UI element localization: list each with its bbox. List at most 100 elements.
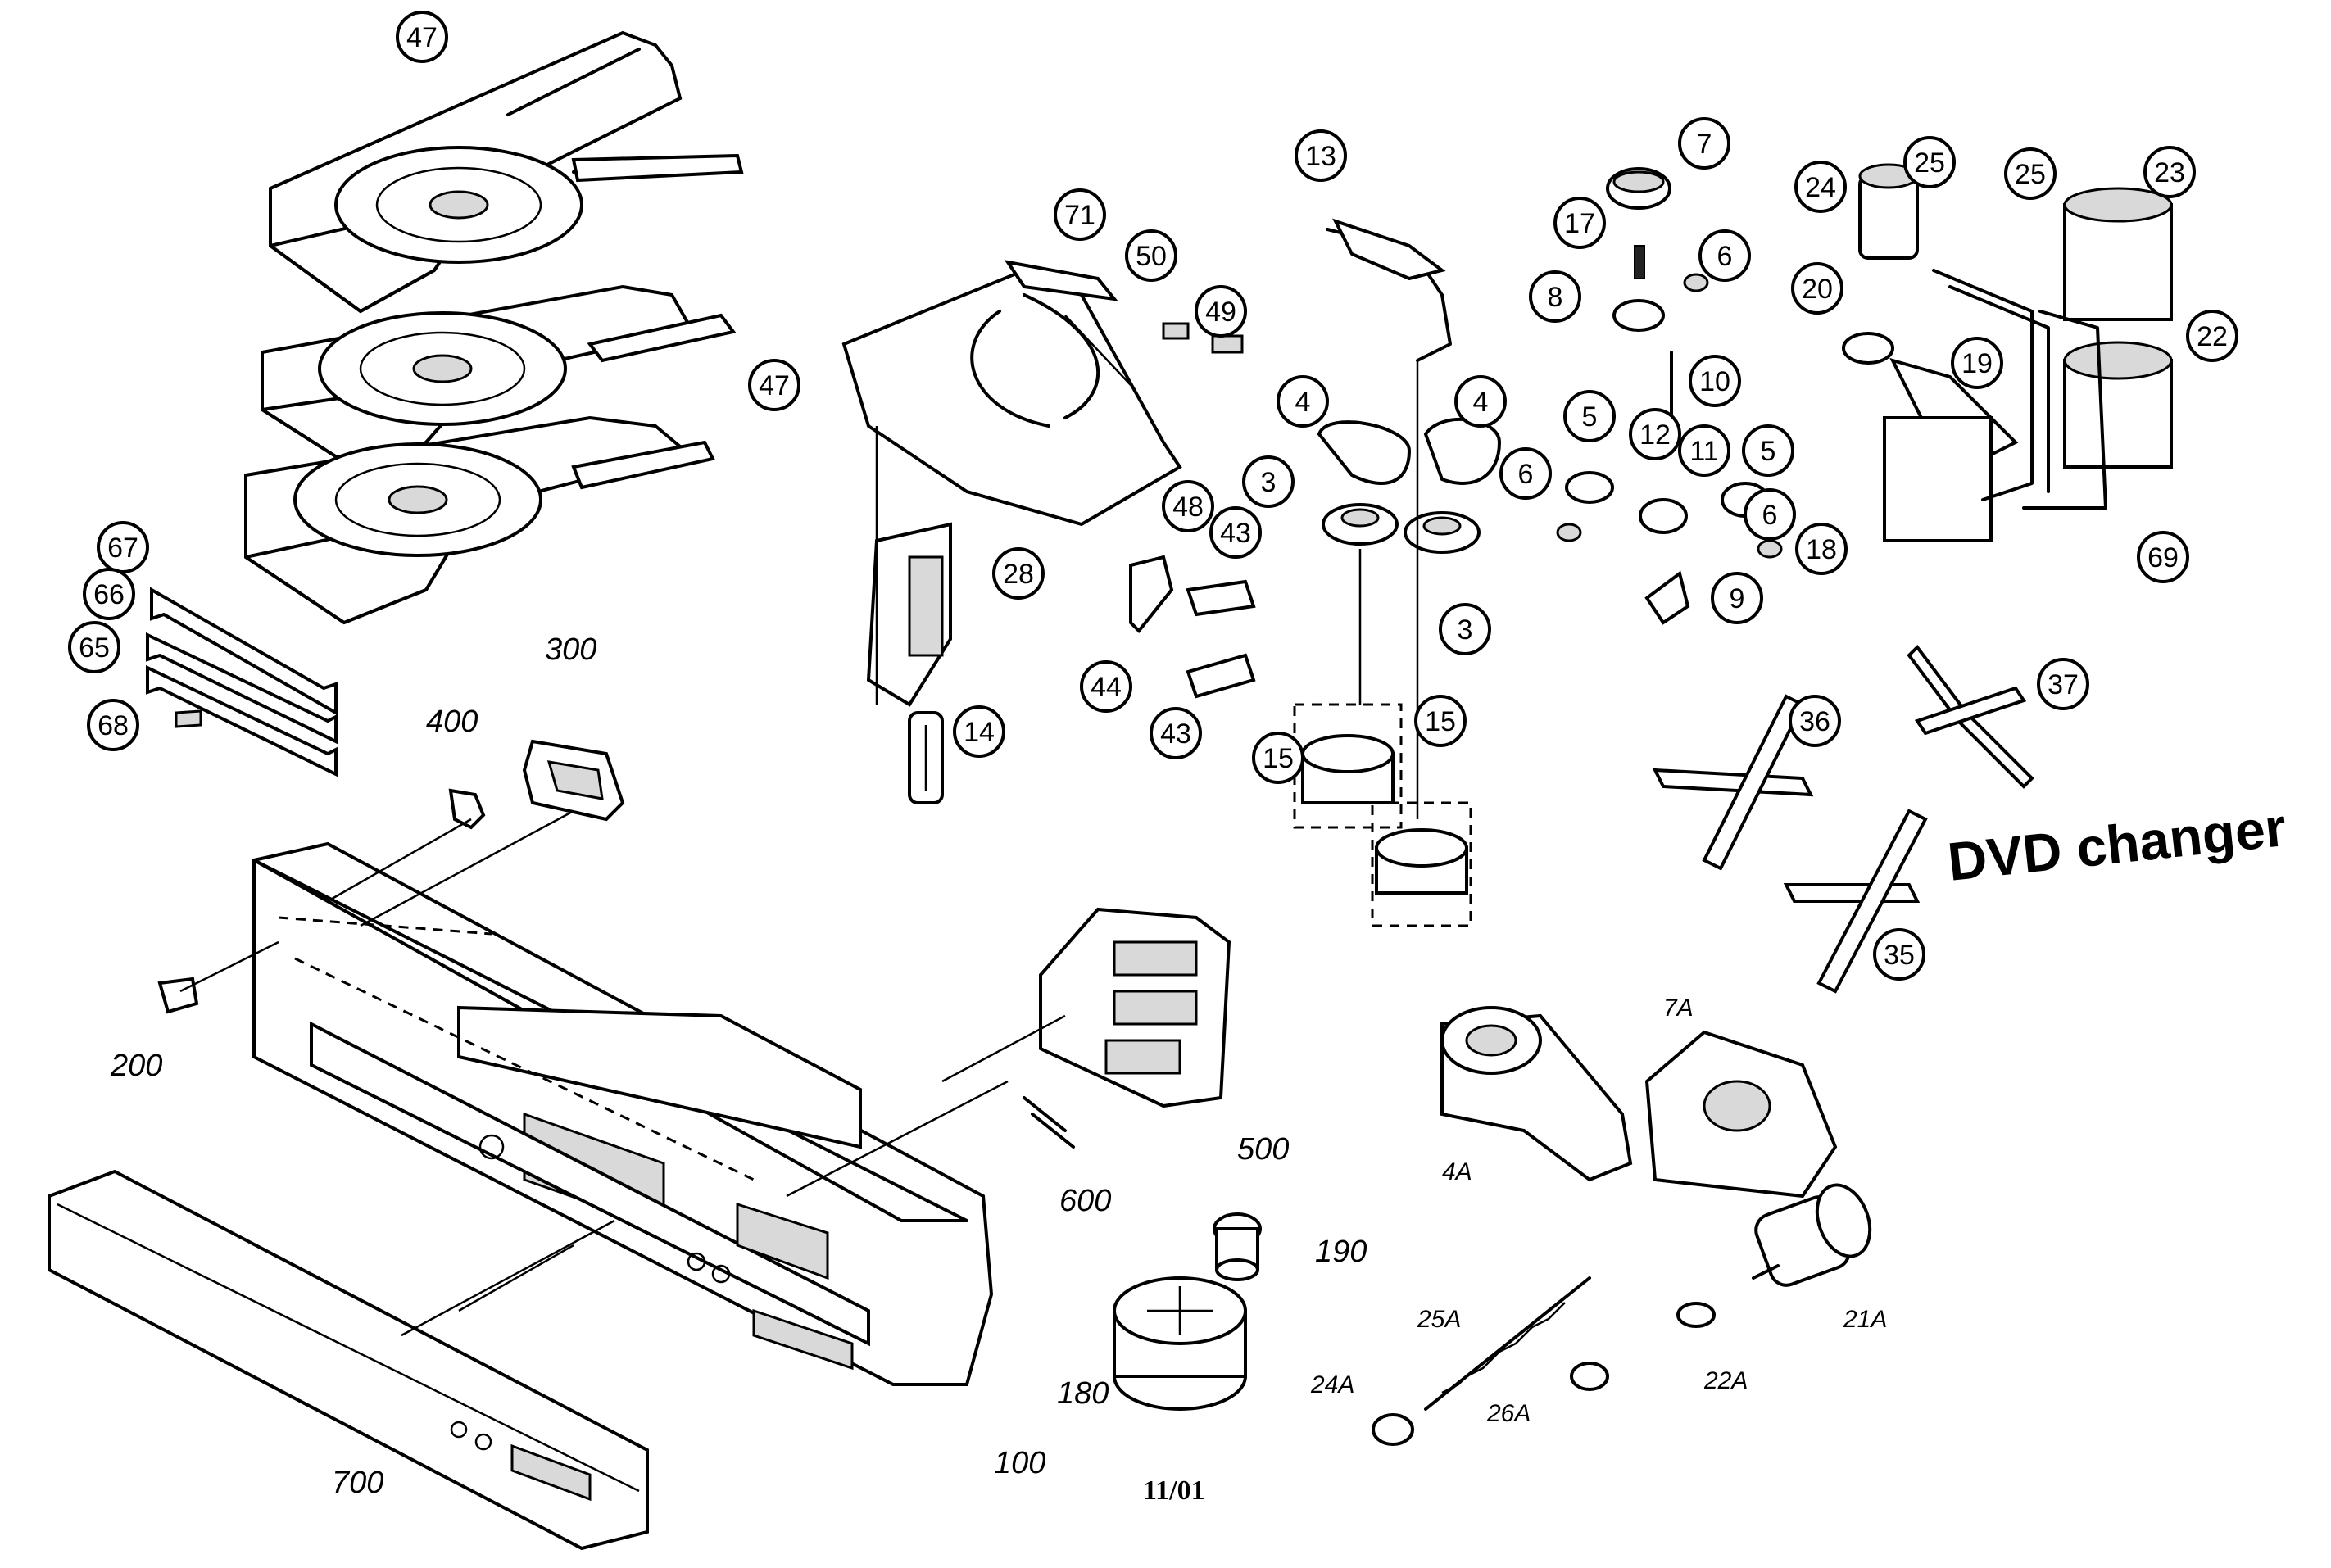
callout-circle xyxy=(396,11,448,63)
callout-circle xyxy=(1711,572,1763,624)
callout-23: 23 xyxy=(2143,146,2196,198)
pickup-mechanism xyxy=(1372,1006,1872,1446)
callout-number: 9 xyxy=(1730,583,1745,614)
callout-6: 6 xyxy=(1698,229,1751,282)
callout-circle xyxy=(1080,660,1132,713)
callout-circle xyxy=(1791,262,1843,315)
callout-18: 18 xyxy=(1795,523,1848,575)
callout-number: 4 xyxy=(1295,387,1311,418)
callout-number: 65 xyxy=(79,632,110,664)
callout-number: 5 xyxy=(1761,436,1776,467)
callout-circle xyxy=(1454,375,1507,428)
part-label-190: 190 xyxy=(1315,1235,1367,1269)
callout-circle xyxy=(1150,707,1202,759)
callout-circle xyxy=(953,705,1005,758)
callout-67: 67 xyxy=(97,521,149,573)
callout-number: 22 xyxy=(2197,321,2228,352)
part-label-7A: 7A xyxy=(1663,995,1694,1022)
callout-number: 3 xyxy=(1458,614,1473,646)
callout-4: 4 xyxy=(1454,375,1507,428)
callout-22: 22 xyxy=(2186,310,2238,362)
callout-number: 37 xyxy=(2048,669,2079,700)
callout-69: 69 xyxy=(2137,531,2189,583)
main-board xyxy=(786,907,1231,1198)
callout-14: 14 xyxy=(953,705,1005,758)
trim-strips xyxy=(146,587,338,777)
callout-number: 7 xyxy=(1697,129,1712,160)
callout-circle xyxy=(1678,117,1730,170)
footer-date: 11/01 xyxy=(1143,1475,1205,1506)
callout-number: 10 xyxy=(1699,366,1730,397)
callout-number: 43 xyxy=(1220,518,1251,549)
part-label-22A: 22A xyxy=(1703,1367,1748,1394)
callout-number: 4 xyxy=(1473,387,1489,418)
callout-circle xyxy=(1499,447,1552,500)
callout-number: 43 xyxy=(1160,718,1191,750)
callout-number: 18 xyxy=(1806,534,1837,565)
callout-circle xyxy=(1698,229,1751,282)
callout-number: 35 xyxy=(1884,940,1915,971)
callout-6: 6 xyxy=(1499,447,1552,500)
callout-number: 36 xyxy=(1799,706,1830,737)
callout-circle xyxy=(2004,147,2057,200)
part-label-100: 100 xyxy=(994,1446,1045,1480)
callout-circle xyxy=(1054,188,1106,241)
callout-circle xyxy=(748,359,800,411)
callout-number: 48 xyxy=(1172,492,1204,523)
part-label-200: 200 xyxy=(110,1049,162,1083)
callout-circle xyxy=(2037,658,2089,710)
callout-circle xyxy=(1563,390,1616,442)
callout-66: 66 xyxy=(83,568,135,620)
callout-circle xyxy=(992,547,1045,600)
callout-circle xyxy=(1414,695,1467,747)
callout-6: 6 xyxy=(1744,488,1796,541)
callout-number: 5 xyxy=(1582,401,1598,433)
callout-circle xyxy=(68,621,120,673)
callout-circle xyxy=(1873,928,1925,981)
callout-number: 15 xyxy=(1425,706,1456,737)
callout-circle xyxy=(2137,531,2189,583)
callout-circle xyxy=(1903,136,1956,188)
callout-circle xyxy=(1529,270,1581,323)
disc-tray-bottom xyxy=(244,415,715,625)
callout-number: 6 xyxy=(1518,459,1534,490)
callout-43: 43 xyxy=(1150,707,1202,759)
part-label-4A: 4A xyxy=(1442,1158,1472,1185)
front-panel xyxy=(252,841,994,1386)
callout-15: 15 xyxy=(1414,695,1467,747)
callout-circle xyxy=(1162,480,1214,532)
callout-20: 20 xyxy=(1791,262,1843,315)
callout-43: 43 xyxy=(1209,506,1262,559)
part-label-500: 500 xyxy=(1237,1132,1289,1167)
callout-13: 13 xyxy=(1295,129,1347,182)
callout-49: 49 xyxy=(1195,285,1247,338)
callout-25: 25 xyxy=(1903,136,1956,188)
callout-circle xyxy=(1795,523,1848,575)
small-brackets xyxy=(157,739,625,1014)
part-label-21A: 21A xyxy=(1843,1306,1887,1333)
knobs xyxy=(1113,1212,1262,1411)
callout-circle xyxy=(1209,506,1262,559)
callout-number: 47 xyxy=(759,370,790,401)
callout-number: 25 xyxy=(1914,147,1945,179)
callout-number: 66 xyxy=(93,579,125,610)
callout-circle xyxy=(1744,488,1796,541)
callout-number: 11 xyxy=(1689,436,1718,467)
callout-10: 10 xyxy=(1689,355,1741,407)
disc-tray-middle xyxy=(261,284,737,469)
disc-tray-top xyxy=(269,30,744,314)
callout-28: 28 xyxy=(992,547,1045,600)
levers xyxy=(1652,644,2034,994)
callout-circle xyxy=(1295,129,1347,182)
callout-circle xyxy=(1678,424,1730,477)
callout-circle xyxy=(1689,355,1741,407)
callout-number: 6 xyxy=(1717,241,1733,272)
part-label-25A: 25A xyxy=(1417,1306,1461,1333)
callout-11: 11 xyxy=(1678,424,1730,477)
callout-number: 19 xyxy=(1961,348,1993,379)
callout-number: 44 xyxy=(1091,672,1122,703)
callout-number: 49 xyxy=(1205,297,1236,328)
callout-circle xyxy=(1195,285,1247,338)
